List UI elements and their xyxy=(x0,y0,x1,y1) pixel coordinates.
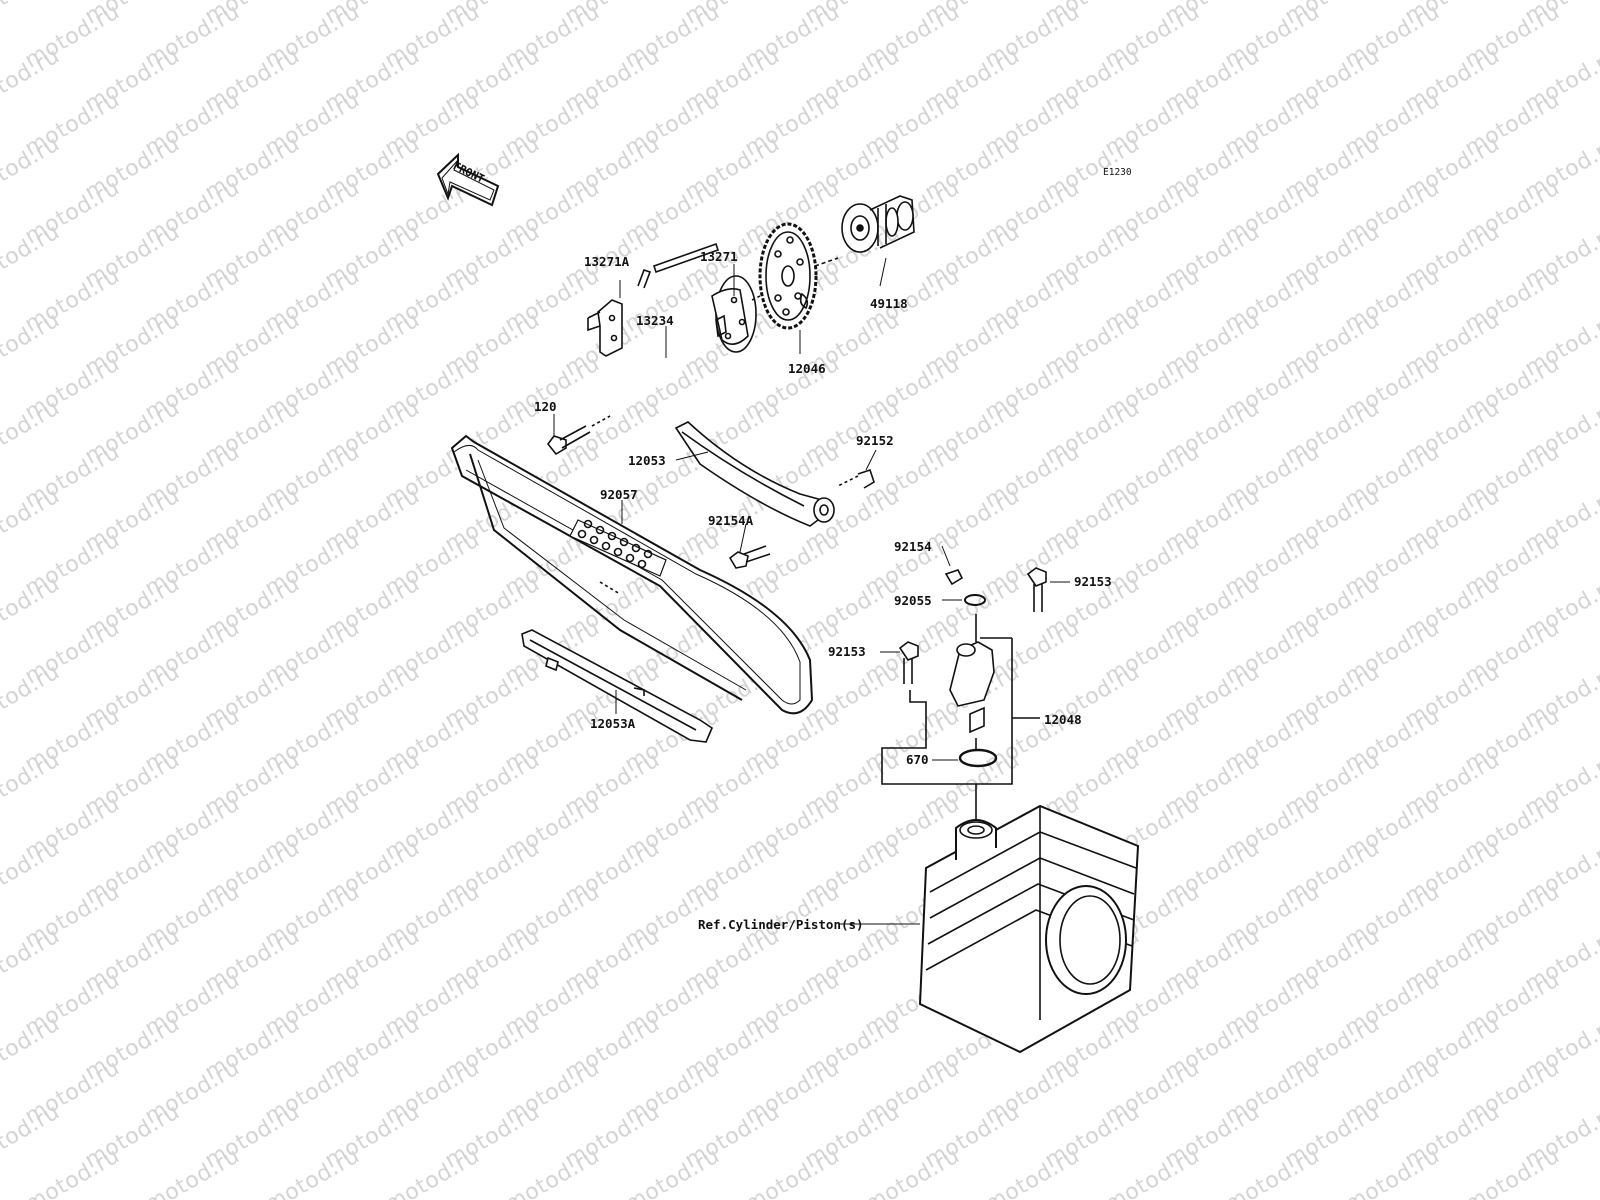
label-12053A: 12053A xyxy=(590,716,636,731)
decompressor-plate xyxy=(711,275,761,353)
label-13234: 13234 xyxy=(636,313,674,328)
label-12053: 12053 xyxy=(628,453,666,468)
bolt-92154A xyxy=(728,545,771,569)
label-49118: 49118 xyxy=(870,296,908,311)
label-12048: 12048 xyxy=(1044,712,1082,727)
camshaft xyxy=(841,195,915,253)
label-13271: 13271 xyxy=(700,249,738,264)
label-12046: 12046 xyxy=(788,361,826,376)
label-92154A: 92154A xyxy=(708,513,754,528)
diagram-code: E1230 xyxy=(1103,167,1132,178)
cam-chain xyxy=(450,434,814,715)
label-92154: 92154 xyxy=(894,539,932,554)
label-92055: 92055 xyxy=(894,593,932,608)
bolt-120 xyxy=(546,415,611,456)
pin-13234 xyxy=(637,242,720,289)
cam-chain-tensioner xyxy=(881,569,1040,820)
bolt-92153-right xyxy=(1026,567,1047,612)
label-120: 120 xyxy=(534,399,557,414)
label-92152: 92152 xyxy=(856,433,894,448)
chain-tensioner-guide xyxy=(674,421,835,527)
front-arrow-icon xyxy=(436,152,500,207)
label-92057: 92057 xyxy=(600,487,638,502)
cylinder xyxy=(918,804,1140,1054)
label-13271A: 13271A xyxy=(584,254,630,269)
label-ref-cylinder: Ref.Cylinder/Piston(s) xyxy=(698,917,864,932)
bracket-13271A xyxy=(587,299,623,357)
leader-lines xyxy=(553,257,1070,925)
cam-sprocket xyxy=(758,222,839,330)
bolt-92153-left xyxy=(898,641,919,684)
label-92153-right: 92153 xyxy=(1074,574,1112,589)
chain-guide xyxy=(521,629,713,743)
label-92153-left: 92153 xyxy=(828,644,866,659)
pin-92152 xyxy=(837,468,875,489)
label-670: 670 xyxy=(906,752,929,767)
